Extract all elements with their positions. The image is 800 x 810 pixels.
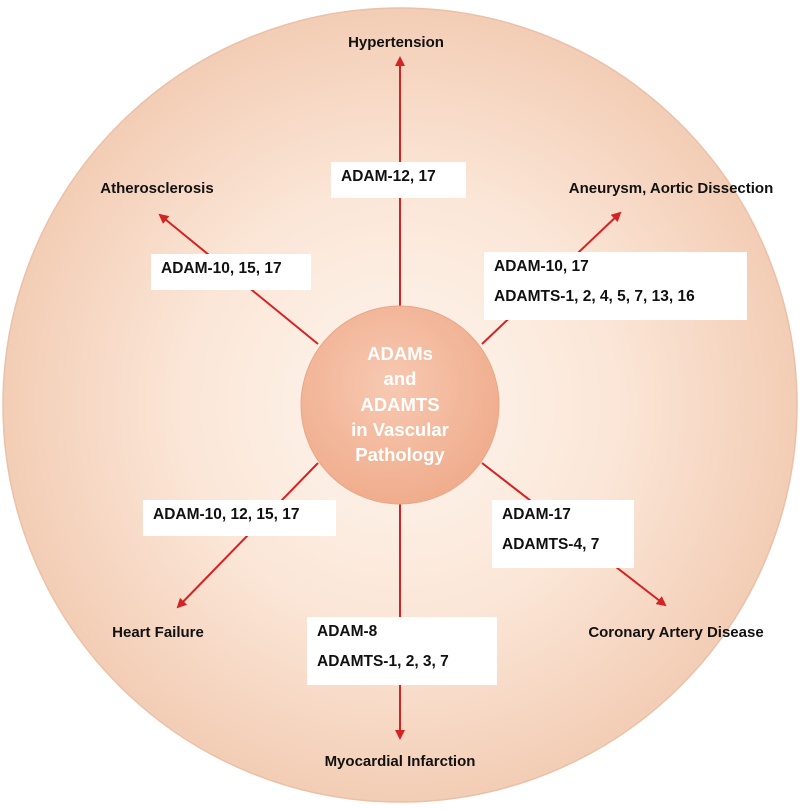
label-line: ADAM-10, 15, 17 [161,260,282,277]
center-line: ADAMs [367,343,433,364]
label-line: ADAMTS-4, 7 [502,536,600,553]
outcome-heart-failure: Heart Failure [112,624,204,641]
label-line: ADAM-12, 17 [341,168,436,185]
label-myocardial-infarction: ADAM-8 ADAMTS-1, 2, 3, 7 [307,617,497,685]
center-line: in Vascular [351,419,449,440]
label-heart-failure: ADAM-10, 12, 15, 17 [143,500,336,536]
label-line: ADAM-10, 17 [494,258,589,275]
label-line: ADAMTS-1, 2, 3, 7 [317,653,449,670]
label-line: ADAM-8 [317,623,378,640]
label-atherosclerosis: ADAM-10, 15, 17 [151,254,311,290]
outcome-aneurysm: Aneurysm, Aortic Dissection [569,180,774,197]
center-line: Pathology [355,444,445,465]
label-line: ADAM-17 [502,506,571,523]
label-hypertension: ADAM-12, 17 [331,162,466,198]
outcome-atherosclerosis: Atherosclerosis [100,180,213,197]
label-aneurysm: ADAM-10, 17 ADAMTS-1, 2, 4, 5, 7, 13, 16 [484,252,747,320]
outcome-hypertension: Hypertension [348,34,444,51]
center-title: ADAMs and ADAMTS in Vascular Pathology [351,343,449,465]
outcome-coronary-artery-disease: Coronary Artery Disease [588,624,763,641]
center-line: ADAMTS [360,394,439,415]
outcome-myocardial-infarction: Myocardial Infarction [325,753,476,770]
center-circle [300,305,500,505]
label-line: ADAMTS-1, 2, 4, 5, 7, 13, 16 [494,288,695,305]
label-line: ADAM-10, 12, 15, 17 [153,506,300,523]
label-coronary-artery-disease: ADAM-17 ADAMTS-4, 7 [492,500,634,568]
center-line: and [384,368,417,389]
